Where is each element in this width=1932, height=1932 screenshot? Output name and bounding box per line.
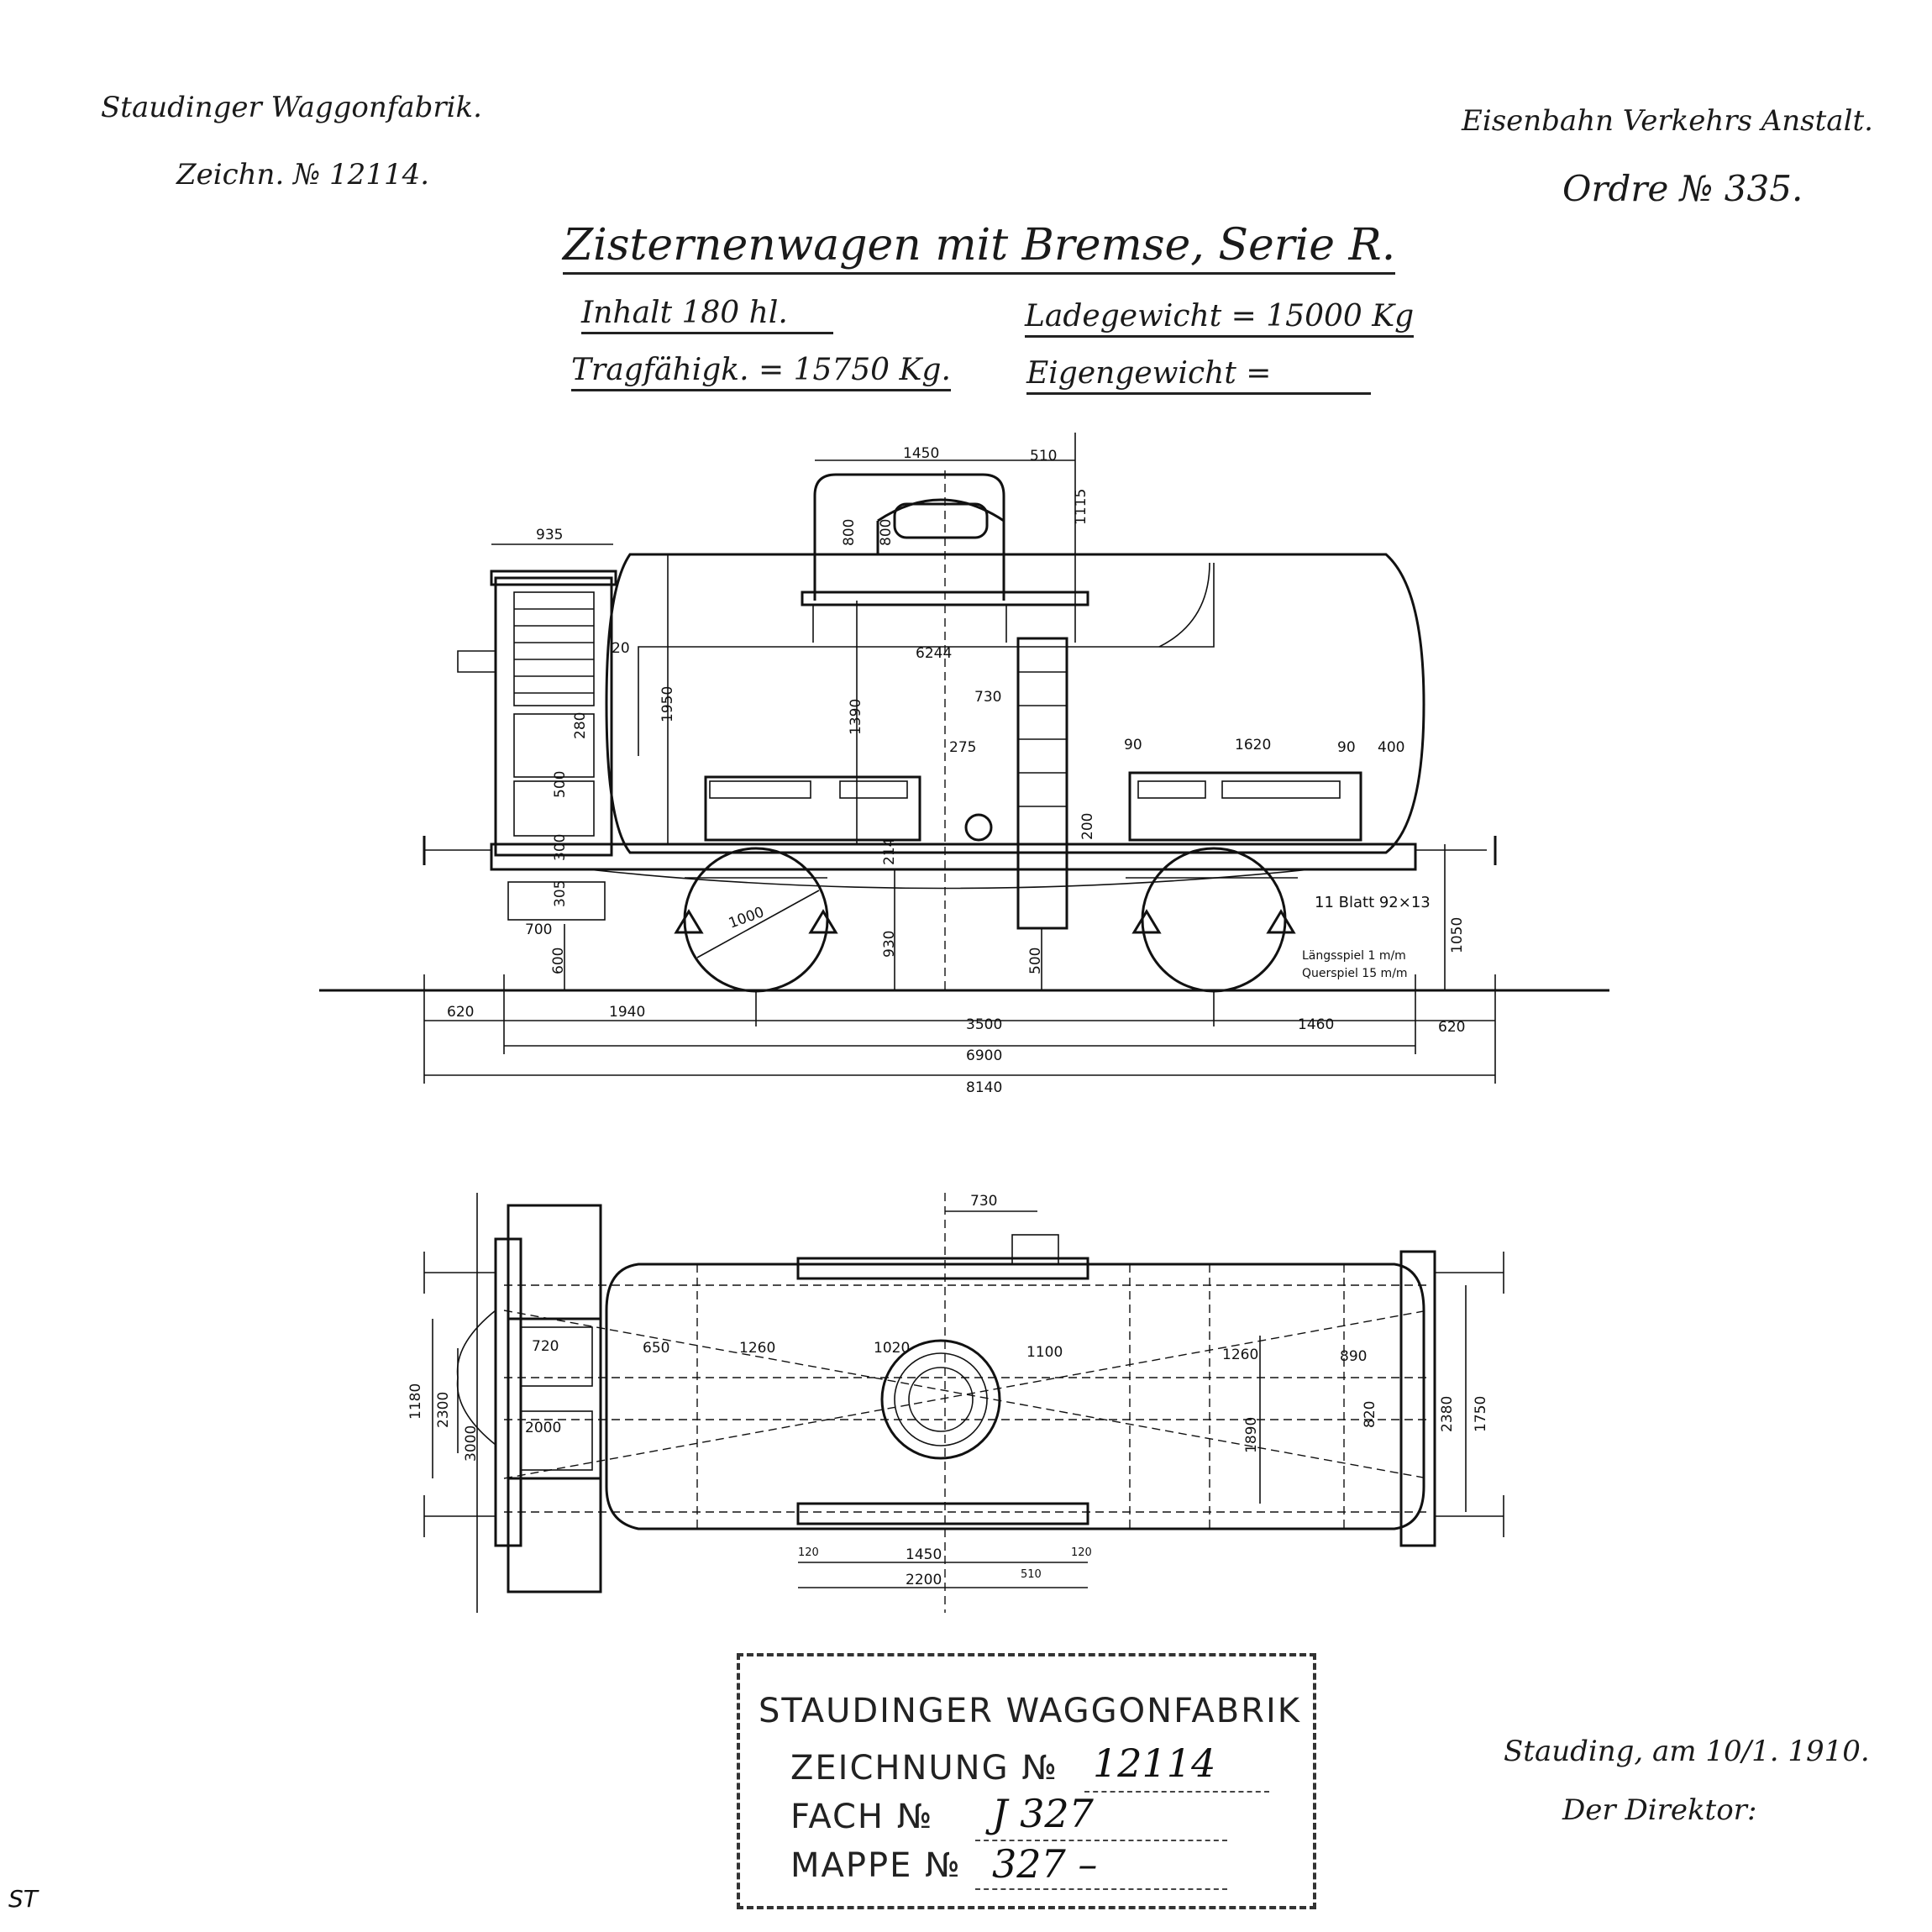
tank-body xyxy=(605,553,1425,854)
stamp-folder-value: 327 – xyxy=(992,1841,1098,1887)
dim-frame-length: 6900 xyxy=(966,1047,1002,1064)
dim-label: 800 xyxy=(878,519,895,546)
dim-label: 1115 xyxy=(1073,489,1089,525)
dim-label: 650 xyxy=(643,1340,669,1357)
spec-load-weight: Ladegewicht = 15000 Kg xyxy=(1025,299,1415,338)
place-date: Stauding, am 10/1. 1910. xyxy=(1504,1735,1870,1768)
dim-label: 90 xyxy=(1337,739,1356,756)
signatory: Der Direktor: xyxy=(1562,1793,1757,1827)
drawing-number: Zeichn. № 12114. xyxy=(176,158,430,192)
underframe xyxy=(490,843,1417,871)
dim-label: 300 xyxy=(552,834,569,861)
dim-label: 730 xyxy=(970,1193,997,1210)
dim-label: 6244 xyxy=(916,645,952,662)
ladder xyxy=(1016,637,1068,930)
client-name: Eisenbahn Verkehrs Anstalt. xyxy=(1462,104,1873,138)
dim-label: 500 xyxy=(552,771,569,798)
dimension-lines xyxy=(423,459,1496,1084)
dim-buffer-axle: 1940 xyxy=(609,1004,645,1021)
dim-label: 2300 xyxy=(435,1392,452,1428)
dim-label: 2000 xyxy=(525,1420,561,1436)
dim-overhang-left: 620 xyxy=(447,1004,474,1021)
play-long-note: Längsspiel 1 m/m xyxy=(1302,949,1406,963)
dim-total-length: 8140 xyxy=(966,1079,1002,1096)
dim-wheelbase: 3500 xyxy=(966,1016,1002,1033)
dim-label: 20 xyxy=(612,640,630,657)
dim-label: 1620 xyxy=(1235,737,1271,753)
dim-label: 890 xyxy=(1340,1348,1367,1365)
dim-label: 214 xyxy=(881,838,898,865)
dim-label: 820 xyxy=(1362,1401,1378,1428)
dim-label: 700 xyxy=(525,921,552,938)
company-name: Staudinger Waggonfabrik. xyxy=(101,91,482,124)
handrail xyxy=(813,473,1005,601)
dim-axle-buffer: 1460 xyxy=(1298,1016,1334,1033)
dim-label: 305 xyxy=(552,880,569,907)
order-number: Ordre № 335. xyxy=(1562,168,1803,209)
plan-view: 730 720 650 1260 1020 1100 1260 890 1180… xyxy=(407,1193,1504,1613)
dim-label: 1890 xyxy=(1243,1417,1260,1453)
dim-label: 730 xyxy=(974,689,1001,706)
dim-label: 935 xyxy=(536,527,563,543)
dim-label: 510 xyxy=(1030,448,1057,465)
spec-capacity: Inhalt 180 hl. xyxy=(581,296,833,334)
dim-label: 1020 xyxy=(874,1340,910,1357)
dim-label: 1750 xyxy=(1473,1396,1489,1432)
archive-stamp: STAUDINGER WAGGONFABRIK ZEICHNUNG № 1211… xyxy=(737,1653,1316,1909)
dim-label: 275 xyxy=(949,739,976,756)
dim-label: 2380 xyxy=(1439,1396,1456,1432)
dim-label: 720 xyxy=(532,1338,559,1355)
stamp-compartment-label: FACH № xyxy=(790,1798,934,1836)
dome-plan xyxy=(880,1339,1001,1460)
dim-label: 930 xyxy=(881,931,898,958)
dim-label: 3000 xyxy=(463,1425,480,1462)
dim-label: 400 xyxy=(1378,739,1404,756)
dim-label: 1950 xyxy=(659,686,676,722)
dim-label: 1260 xyxy=(739,1340,775,1357)
drain-valve xyxy=(964,813,993,842)
corner-mark: ST xyxy=(8,1885,39,1913)
dim-label: 800 xyxy=(841,519,858,546)
tank-plan-outline xyxy=(605,1263,1425,1530)
dim-label: 90 xyxy=(1124,737,1142,753)
spring-note: 11 Blatt 92×13 xyxy=(1315,894,1431,911)
dim-label: 200 xyxy=(1079,813,1096,840)
dim-label: 1050 xyxy=(1449,917,1466,953)
dim-label: 600 xyxy=(550,948,567,974)
dim-label: 120 xyxy=(798,1546,819,1559)
brake-cab xyxy=(494,576,613,857)
dim-label: 1100 xyxy=(1026,1344,1063,1361)
spec-carrying-capacity: Tragfähigk. = 15750 Kg. xyxy=(571,353,951,391)
dim-label: 1180 xyxy=(407,1383,424,1420)
dim-label: 1000 xyxy=(727,904,766,932)
side-view: 935 1450 510 1115 800 800 6244 20 1950 1… xyxy=(319,433,1609,1096)
dim-label: 1390 xyxy=(848,699,864,735)
drawing-title: Zisternenwagen mit Bremse, Serie R. xyxy=(563,220,1396,275)
dim-overhang-right: 620 xyxy=(1438,1019,1465,1036)
stamp-company: STAUDINGER WAGGONFABRIK xyxy=(759,1692,1302,1730)
stamp-folder-label: MAPPE № xyxy=(790,1846,962,1885)
stamp-compartment-value: J 327 xyxy=(992,1791,1094,1836)
dim-label: 1450 xyxy=(906,1546,942,1563)
dim-label: 280 xyxy=(572,712,589,739)
dim-label: 1260 xyxy=(1222,1347,1258,1363)
dim-label: 120 xyxy=(1071,1546,1092,1559)
play-cross-note: Querspiel 15 m/m xyxy=(1302,967,1408,980)
dim-label: 2200 xyxy=(906,1572,942,1588)
stamp-drawing-label: ZEICHNUNG № xyxy=(790,1749,1058,1788)
dim-label: 500 xyxy=(1027,948,1044,974)
spec-tare-weight: Eigengewicht = xyxy=(1026,356,1371,395)
stamp-drawing-value: 12114 xyxy=(1093,1740,1216,1786)
dim-label: 510 xyxy=(1021,1568,1042,1581)
dim-label: 1450 xyxy=(903,445,939,462)
